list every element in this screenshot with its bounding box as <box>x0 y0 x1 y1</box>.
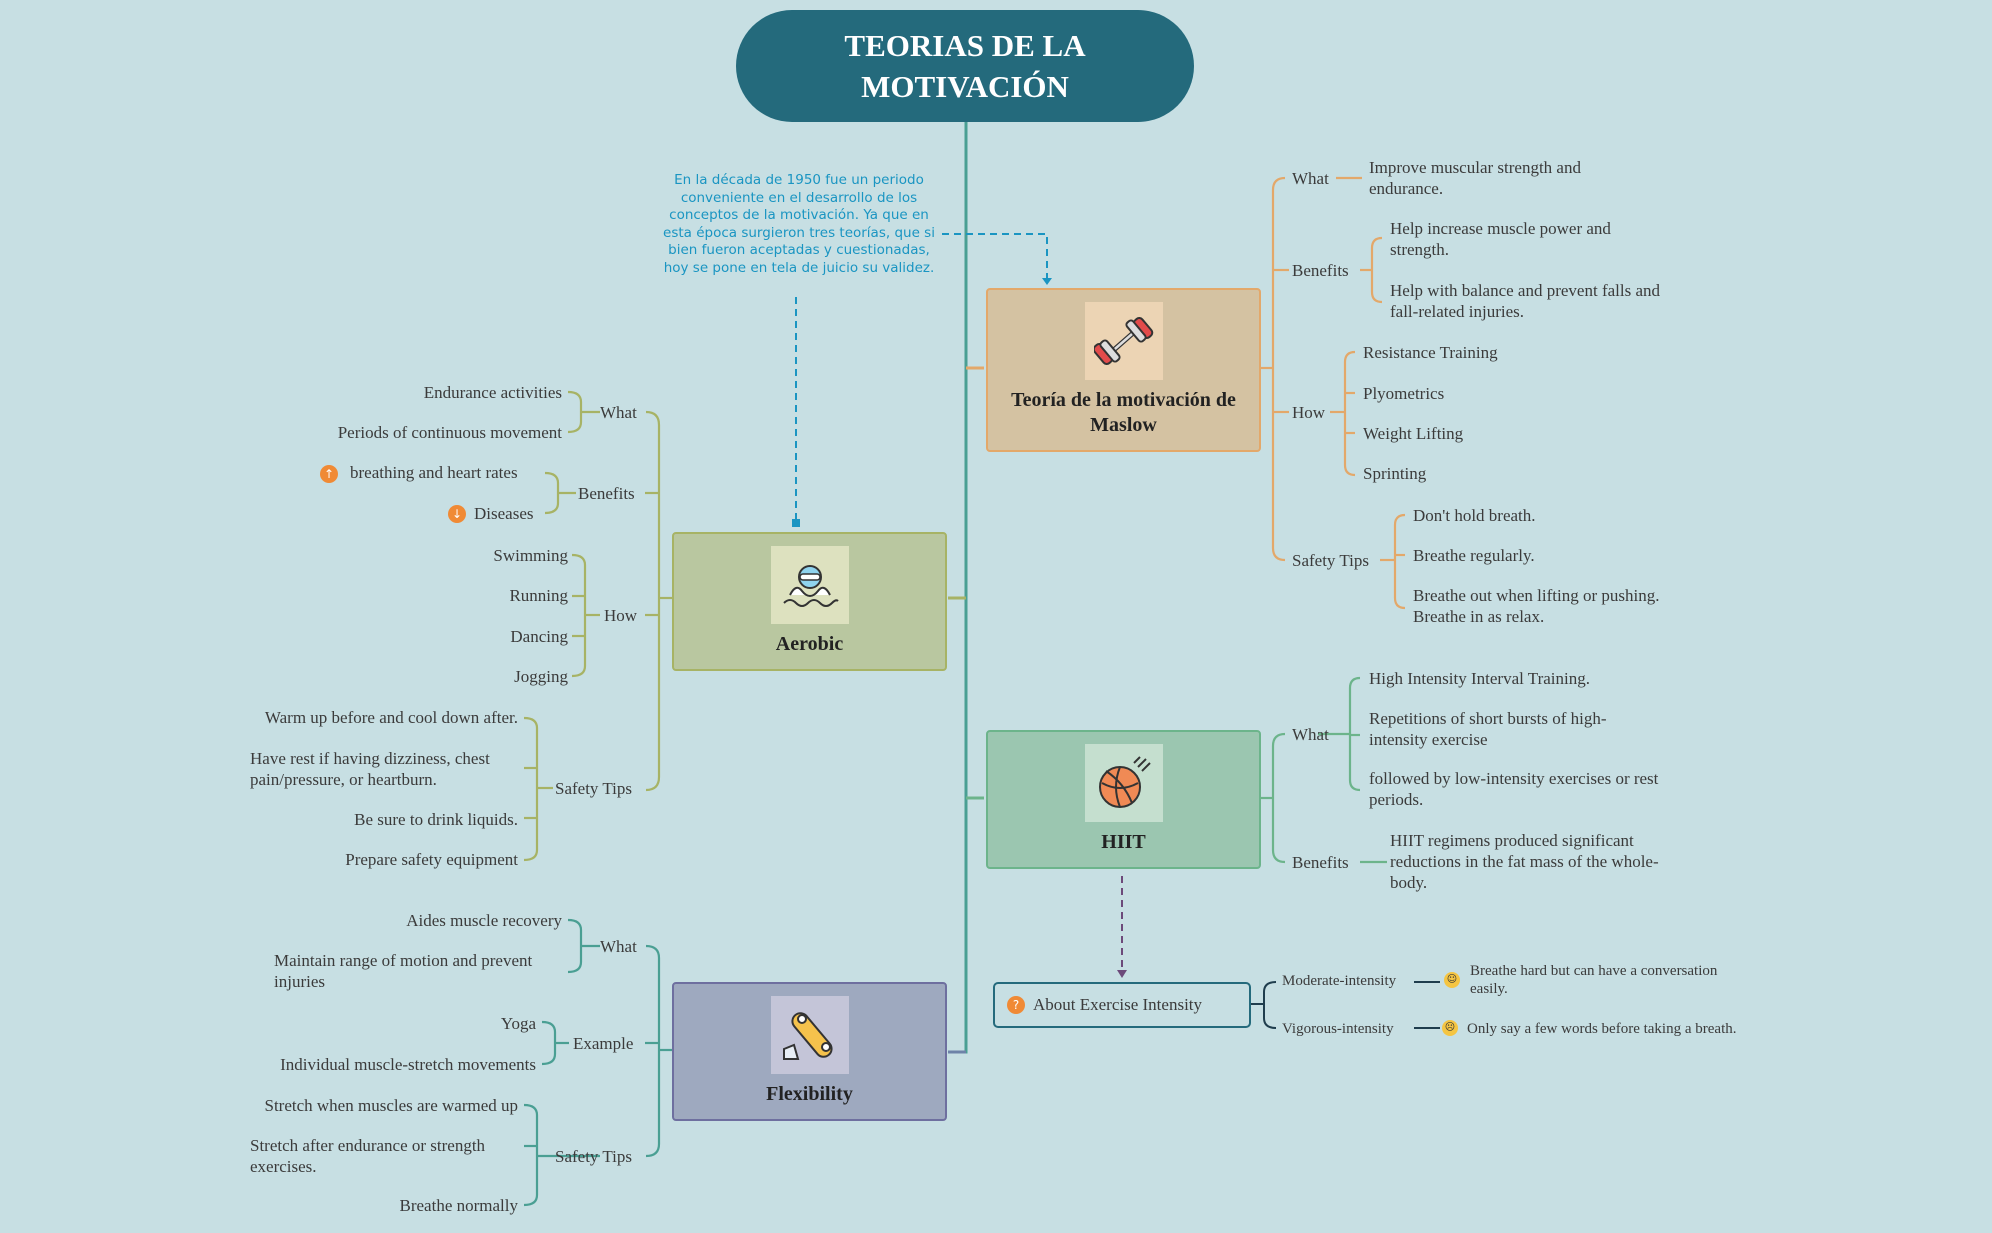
aerobic-how-item[interactable]: Swimming <box>493 546 568 565</box>
aerobic-safety-label[interactable]: Safety Tips <box>555 779 632 798</box>
maslow-benefit-item[interactable]: Help increase muscle power and strength. <box>1390 219 1611 259</box>
intensity-item-desc[interactable]: Breathe hard but can have a conversation… <box>1470 963 1718 997</box>
maslow-benefit-item[interactable]: Help with balance and prevent falls and … <box>1390 281 1661 321</box>
swimmer-icon <box>770 546 849 624</box>
aerobic-how-item[interactable]: Dancing <box>510 627 568 646</box>
maslow-benefits-label[interactable]: Benefits <box>1292 261 1349 280</box>
aerobic-title: Aerobic <box>775 633 844 655</box>
smile-emoji-icon: ☺ <box>1444 972 1460 988</box>
hiit-card[interactable]: HIIT <box>986 730 1261 869</box>
maslow-how-label[interactable]: How <box>1292 403 1326 422</box>
maslow-safety-item[interactable]: Breathe out when lifting or pushing. Bre… <box>1413 586 1660 626</box>
maslow-safety-item[interactable]: Don't hold breath. <box>1413 506 1536 525</box>
aerobic-how-label[interactable]: How <box>604 606 638 625</box>
intensity-box[interactable]: ? About Exercise Intensity <box>993 982 1251 1028</box>
flexibility-example-label[interactable]: Example <box>573 1034 634 1053</box>
hiit-what-item[interactable]: High Intensity Interval Training. <box>1369 669 1590 688</box>
flexibility-safety-item[interactable]: Breathe normally <box>399 1196 519 1215</box>
flexibility-what-label[interactable]: What <box>600 937 637 956</box>
intensity-title: About Exercise Intensity <box>1033 995 1203 1014</box>
aerobic-safety-item[interactable]: Have rest if having dizziness, chest pai… <box>250 749 490 789</box>
hiit-what-item[interactable]: followed by low-intensity exercises or r… <box>1369 769 1659 809</box>
hiit-benefits-label[interactable]: Benefits <box>1292 853 1349 872</box>
flexibility-what-item[interactable]: Maintain range of motion and prevent inj… <box>274 951 533 991</box>
flexibility-safety-label[interactable]: Safety Tips <box>555 1147 632 1166</box>
aerobic-safety-item[interactable]: Warm up before and cool down after. <box>264 708 518 727</box>
aerobic-benefit-item[interactable]: breathing and heart rates <box>350 463 518 482</box>
maslow-safety-label[interactable]: Safety Tips <box>1292 551 1369 570</box>
flexibility-card[interactable]: Flexibility <box>672 982 947 1121</box>
flexibility-what-item[interactable]: Aides muscle recovery <box>406 911 562 930</box>
aerobic-safety-item[interactable]: Prepare safety equipment <box>345 850 518 869</box>
aerobic-what-label[interactable]: What <box>600 403 637 422</box>
aerobic-how-item[interactable]: Jogging <box>514 667 568 686</box>
flexibility-title: Flexibility <box>766 1083 853 1105</box>
flexibility-example-item[interactable]: Individual muscle-stretch movements <box>280 1055 536 1074</box>
intensity-item-label[interactable]: Vigorous-intensity <box>1282 1021 1394 1037</box>
intro-note: En la década de 1950 fue un periodo conv… <box>663 172 935 276</box>
maslow-title: Teoría de la motivación de Maslow <box>1011 389 1236 436</box>
intensity-item-desc[interactable]: Only say a few words before taking a bre… <box>1467 1021 1737 1037</box>
root-title: TEORIAS DE LA MOTIVACIÓN <box>844 28 1086 104</box>
arrow-up-icon: ↑ <box>320 465 338 483</box>
aerobic-card[interactable]: Aerobic <box>672 532 947 671</box>
intensity-item-label[interactable]: Moderate-intensity <box>1282 973 1397 989</box>
maslow-safety-item[interactable]: Breathe regularly. <box>1413 546 1535 565</box>
aerobic-benefits-label[interactable]: Benefits <box>578 484 635 503</box>
aerobic-what-item[interactable]: Periods of continuous movement <box>337 423 562 442</box>
question-icon: ? <box>1007 996 1025 1014</box>
aerobic-what-item[interactable]: Endurance activities <box>423 383 562 402</box>
basketball-icon <box>1084 744 1163 822</box>
maslow-what-label[interactable]: What <box>1292 169 1329 188</box>
hiit-title: HIIT <box>1101 831 1146 853</box>
hiit-benefit-item[interactable]: HIIT regimens produced significant reduc… <box>1390 831 1659 892</box>
aerobic-how-item[interactable]: Running <box>509 586 568 605</box>
aerobic-benefit-item[interactable]: Diseases <box>474 504 534 523</box>
maslow-card[interactable]: Teoría de la motivación de Maslow <box>986 288 1261 452</box>
aerobic-safety-item[interactable]: Be sure to drink liquids. <box>354 810 518 829</box>
flexibility-safety-item[interactable]: Stretch when muscles are warmed up <box>264 1096 519 1115</box>
tired-emoji-icon: ☹ <box>1442 1020 1458 1036</box>
maslow-how-item[interactable]: Plyometrics <box>1363 384 1445 403</box>
maslow-how-item[interactable]: Sprinting <box>1363 464 1427 483</box>
maslow-how-item[interactable]: Resistance Training <box>1363 343 1498 362</box>
hiit-what-item[interactable]: Repetitions of short bursts of high-inte… <box>1369 709 1607 749</box>
flexibility-safety-item[interactable]: Stretch after endurance or strength exer… <box>250 1136 486 1176</box>
hiit-what-label[interactable]: What <box>1292 725 1329 744</box>
arrow-down-icon: ↓ <box>448 505 466 523</box>
flexibility-example-item[interactable]: Yoga <box>500 1014 536 1033</box>
maslow-how-item[interactable]: Weight Lifting <box>1363 424 1464 443</box>
maslow-what-item[interactable]: Improve muscular strength and endurance. <box>1369 158 1581 198</box>
skateboard-icon <box>770 996 849 1074</box>
root-topic[interactable]: TEORIAS DE LA MOTIVACIÓN <box>736 10 1194 122</box>
dumbbell-icon <box>1084 302 1163 380</box>
